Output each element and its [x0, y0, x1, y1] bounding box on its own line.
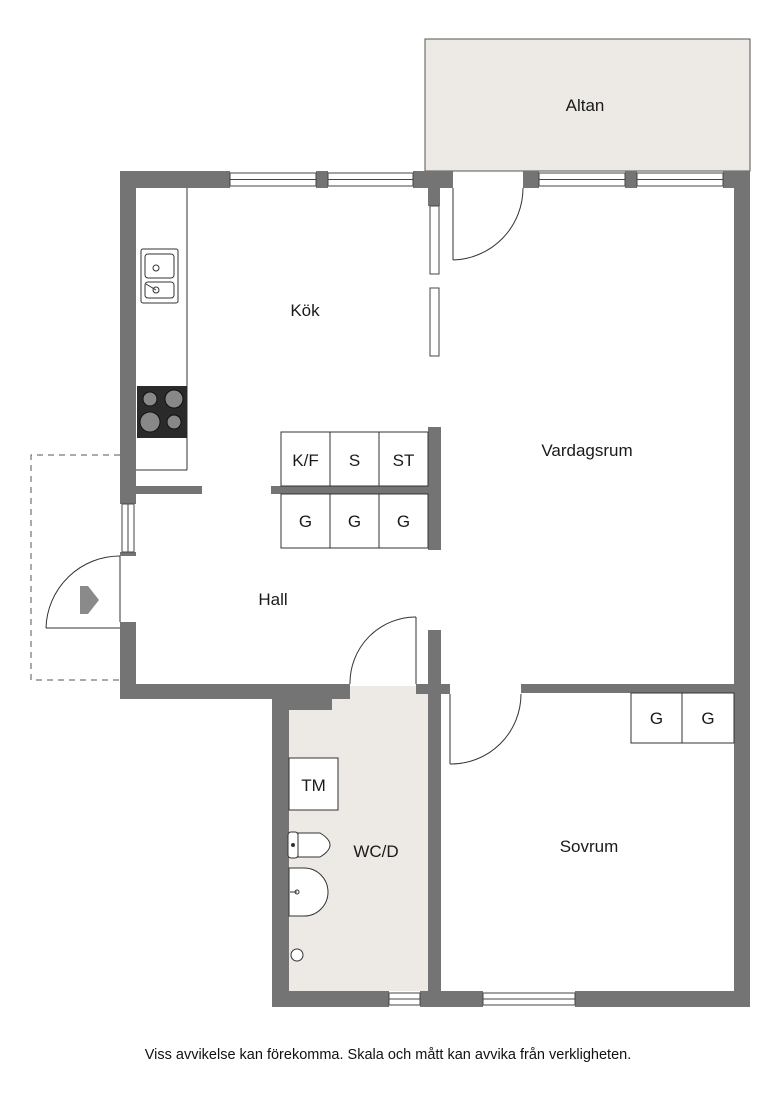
unit-label-tm: TM	[301, 776, 326, 795]
washing-machine-box	[288, 757, 339, 811]
unit-label-g: G	[650, 709, 663, 728]
sink-icon	[140, 248, 179, 304]
unit-label-g: G	[397, 512, 410, 531]
washbasin-icon	[288, 867, 329, 917]
unit-label-kf: K/F	[292, 451, 318, 470]
room-label-vardagsrum: Vardagsrum	[541, 441, 632, 460]
disclaimer-text: Viss avvikelse kan förekomma. Skala och …	[144, 1047, 632, 1063]
unit-label-g: G	[701, 709, 714, 728]
toilet-icon	[287, 831, 331, 859]
stove-icon	[137, 386, 187, 438]
balcony-area	[424, 38, 751, 172]
room-label-kok: Kök	[290, 301, 320, 320]
storage-cabinets	[280, 431, 735, 744]
unit-label-s: S	[349, 451, 360, 470]
room-label-wcd: WC/D	[353, 842, 398, 861]
doors	[45, 187, 524, 765]
windows	[121, 172, 724, 1006]
floor-plan: Altan Kök Vardagsrum Hall WC/D Sovrum K/…	[30, 38, 751, 1007]
unit-label-g: G	[348, 512, 361, 531]
floor-drain-icon	[290, 948, 304, 962]
unit-label-st: ST	[393, 451, 415, 470]
room-label-altan: Altan	[566, 96, 605, 115]
entrance-canopy-outline	[30, 454, 120, 681]
room-label-sovrum: Sovrum	[560, 837, 619, 856]
unit-label-g: G	[299, 512, 312, 531]
room-label-hall: Hall	[258, 590, 287, 609]
walls	[120, 171, 750, 1007]
entrance-arrow-icon	[80, 586, 99, 614]
